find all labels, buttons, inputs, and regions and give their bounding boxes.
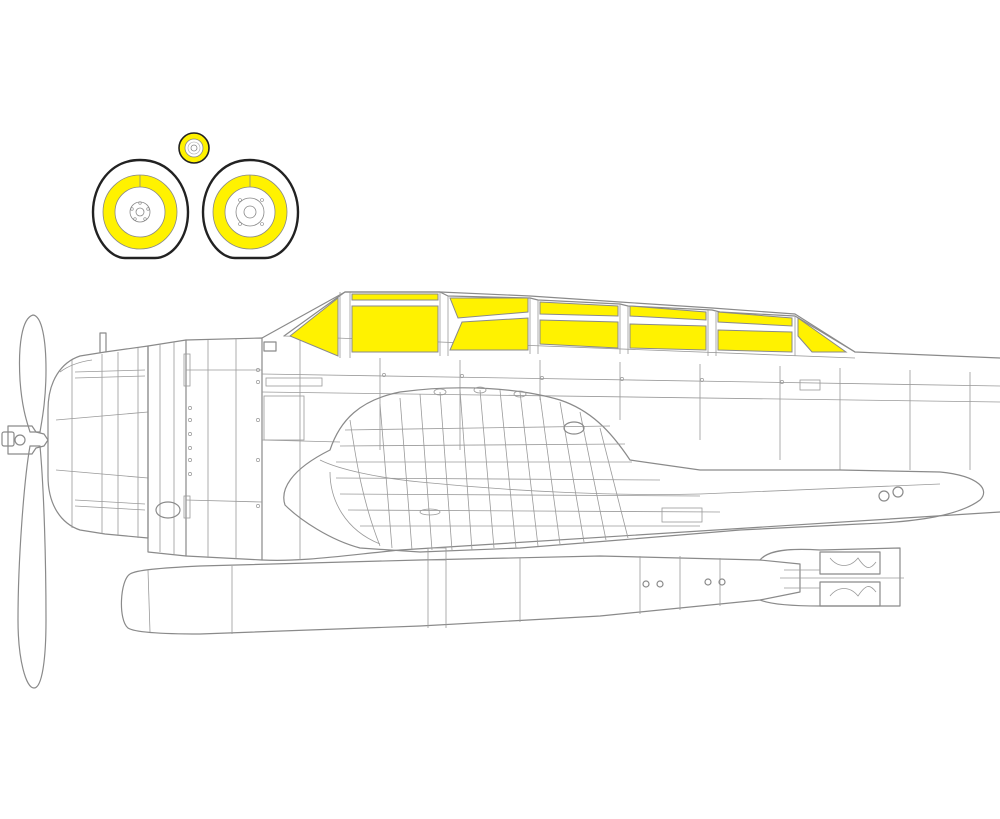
tail-wheel-mask <box>178 132 210 164</box>
canopy-pane-4 <box>629 323 707 351</box>
main-wheel-mask-right <box>201 158 300 260</box>
torpedo <box>120 547 904 635</box>
canopy-pane-3 <box>539 319 619 349</box>
canopy-pane-1-upper <box>351 293 439 301</box>
canopy-pane-5 <box>717 329 793 353</box>
canopy-pane-front-quarter <box>289 296 339 357</box>
canopy-pane-4-upper <box>629 305 707 321</box>
main-wheel-mask-left <box>91 158 190 260</box>
wing <box>283 386 985 553</box>
canopy-masks <box>283 291 856 359</box>
canopy-pane-rear-quarter <box>797 317 848 353</box>
canopy-pane-1 <box>351 305 439 353</box>
propeller <box>1 314 49 689</box>
canopy-pane-3-upper <box>539 301 619 317</box>
wheel-masks <box>91 132 300 260</box>
canopy-pane-2-upper <box>449 297 529 319</box>
canopy-pane-2 <box>449 317 529 351</box>
engine-cowling <box>47 332 277 561</box>
canopy-pane-5-upper <box>717 311 793 327</box>
